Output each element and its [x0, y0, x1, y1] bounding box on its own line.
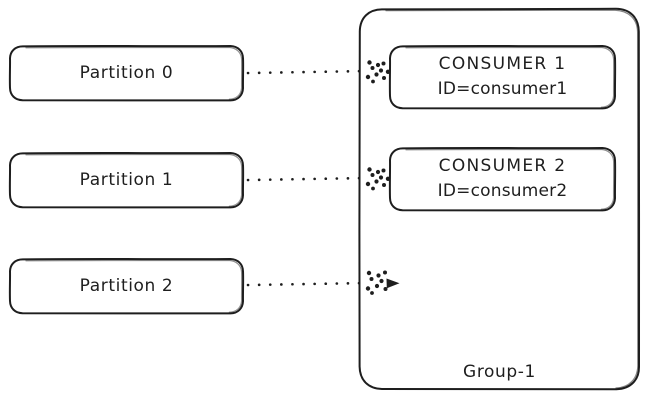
partition-box-1-shape[interactable] — [8, 152, 245, 209]
connector-partition-0-to-consumer-1[interactable] — [246, 60, 391, 84]
partition-box-2-shape[interactable] — [8, 258, 245, 315]
consumer-1-title: CONSUMER 1 — [438, 54, 567, 74]
partition-label-1: Partition 1 — [79, 170, 174, 190]
consumer-1-id: ID=consumer1 — [437, 79, 568, 99]
consumer-2-id: ID=consumer2 — [437, 181, 568, 201]
consumer-box-2-shape[interactable] — [388, 147, 617, 212]
partition-box-0-shape[interactable] — [8, 45, 245, 102]
partition-label-0: Partition 0 — [79, 63, 174, 83]
consumer-box-1-shape[interactable] — [388, 45, 617, 110]
partition-label-2: Partition 2 — [79, 276, 174, 296]
connector-partition-2-unassigned[interactable] — [246, 270, 400, 295]
connector-partition-1-to-consumer-2[interactable] — [246, 167, 391, 191]
group-label: Group-1 — [463, 362, 536, 382]
consumer-2-title: CONSUMER 2 — [438, 156, 567, 176]
